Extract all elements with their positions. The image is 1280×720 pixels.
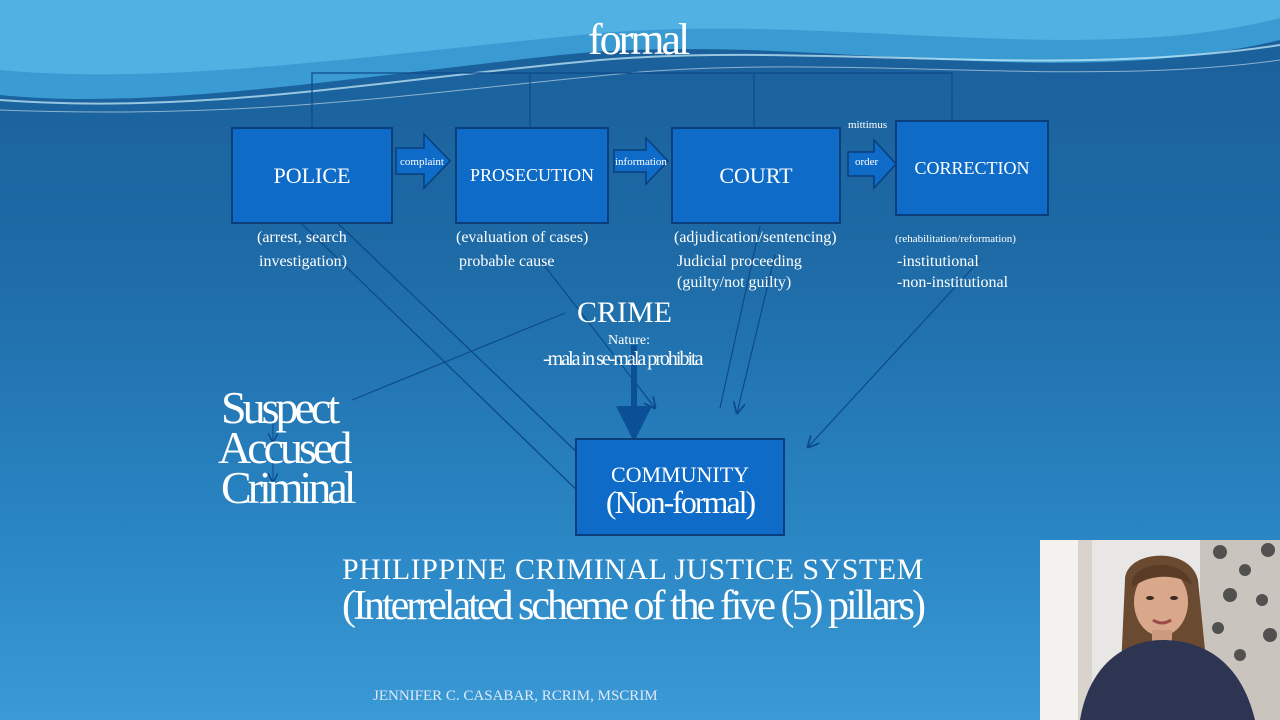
sub-heading: (Interrelated scheme of the five (5) pil… <box>342 583 926 629</box>
mala-label: -mala in se-mala prohibita <box>543 348 703 370</box>
stage-suspect: Suspect <box>221 382 340 433</box>
police-label: POLICE <box>273 162 351 188</box>
wave-header-decoration <box>0 0 1280 113</box>
court-desc-2: Judicial proceeding <box>677 253 802 270</box>
prosecution-label: PROSECUTION <box>469 165 594 185</box>
court-desc-3: (guilty/not guilty) <box>677 274 792 291</box>
correction-desc-3: -non-institutional <box>897 274 1009 291</box>
police-desc-1: (arrest, search <box>257 229 347 246</box>
order-label: order <box>855 156 879 168</box>
community-box: COMMUNITY (Non-formal) <box>575 438 785 536</box>
prosecution-desc-1: (evaluation of cases) <box>456 229 589 246</box>
prosecution-box: PROSECUTION <box>455 127 609 224</box>
court-to-community-line-1 <box>737 254 776 413</box>
police-to-community-line <box>304 191 586 461</box>
mittimus-label: mittimus <box>848 119 888 131</box>
information-label: information <box>615 156 667 168</box>
information-arrow <box>613 136 670 186</box>
presenter-video-frame <box>1040 540 1280 720</box>
court-to-community-line-2 <box>719 225 761 409</box>
community-to-police-line <box>272 195 586 499</box>
crime-to-suspect-line <box>351 312 566 401</box>
complaint-arrow <box>395 132 452 190</box>
court-label: COURT <box>719 162 793 188</box>
correction-box: CORRECTION <box>895 120 1049 216</box>
police-box: POLICE <box>231 127 393 224</box>
complaint-label: complaint <box>400 156 444 168</box>
presenter-webcam <box>1040 540 1280 720</box>
community-label: COMMUNITY <box>610 462 750 487</box>
top-connector-line <box>311 72 953 128</box>
court-box: COURT <box>671 127 841 224</box>
stage-accused: Accused <box>218 422 352 473</box>
main-heading: PHILIPPINE CRIMINAL JUSTICE SYSTEM <box>342 553 924 586</box>
correction-label: CORRECTION <box>914 157 1030 178</box>
nature-label: Nature: <box>608 333 650 348</box>
correction-desc-2: -institutional <box>897 253 979 270</box>
court-desc-1: (adjudication/sentencing) <box>674 229 837 246</box>
order-arrow <box>847 138 898 190</box>
correction-to-community-line <box>808 259 981 447</box>
stage-criminal: Criminal <box>221 462 357 513</box>
crime-label: CRIME <box>577 296 673 329</box>
police-desc-2: investigation) <box>259 253 347 270</box>
slide-title: formal <box>588 15 690 64</box>
author-credit: JENNIFER C. CASABAR, RCRIM, MSCRIM <box>373 688 658 704</box>
prosecution-desc-2: probable cause <box>459 253 555 270</box>
correction-desc-1: (rehabilitation/reformation) <box>895 233 1016 245</box>
community-sub-label: (Non-formal) <box>605 484 756 520</box>
